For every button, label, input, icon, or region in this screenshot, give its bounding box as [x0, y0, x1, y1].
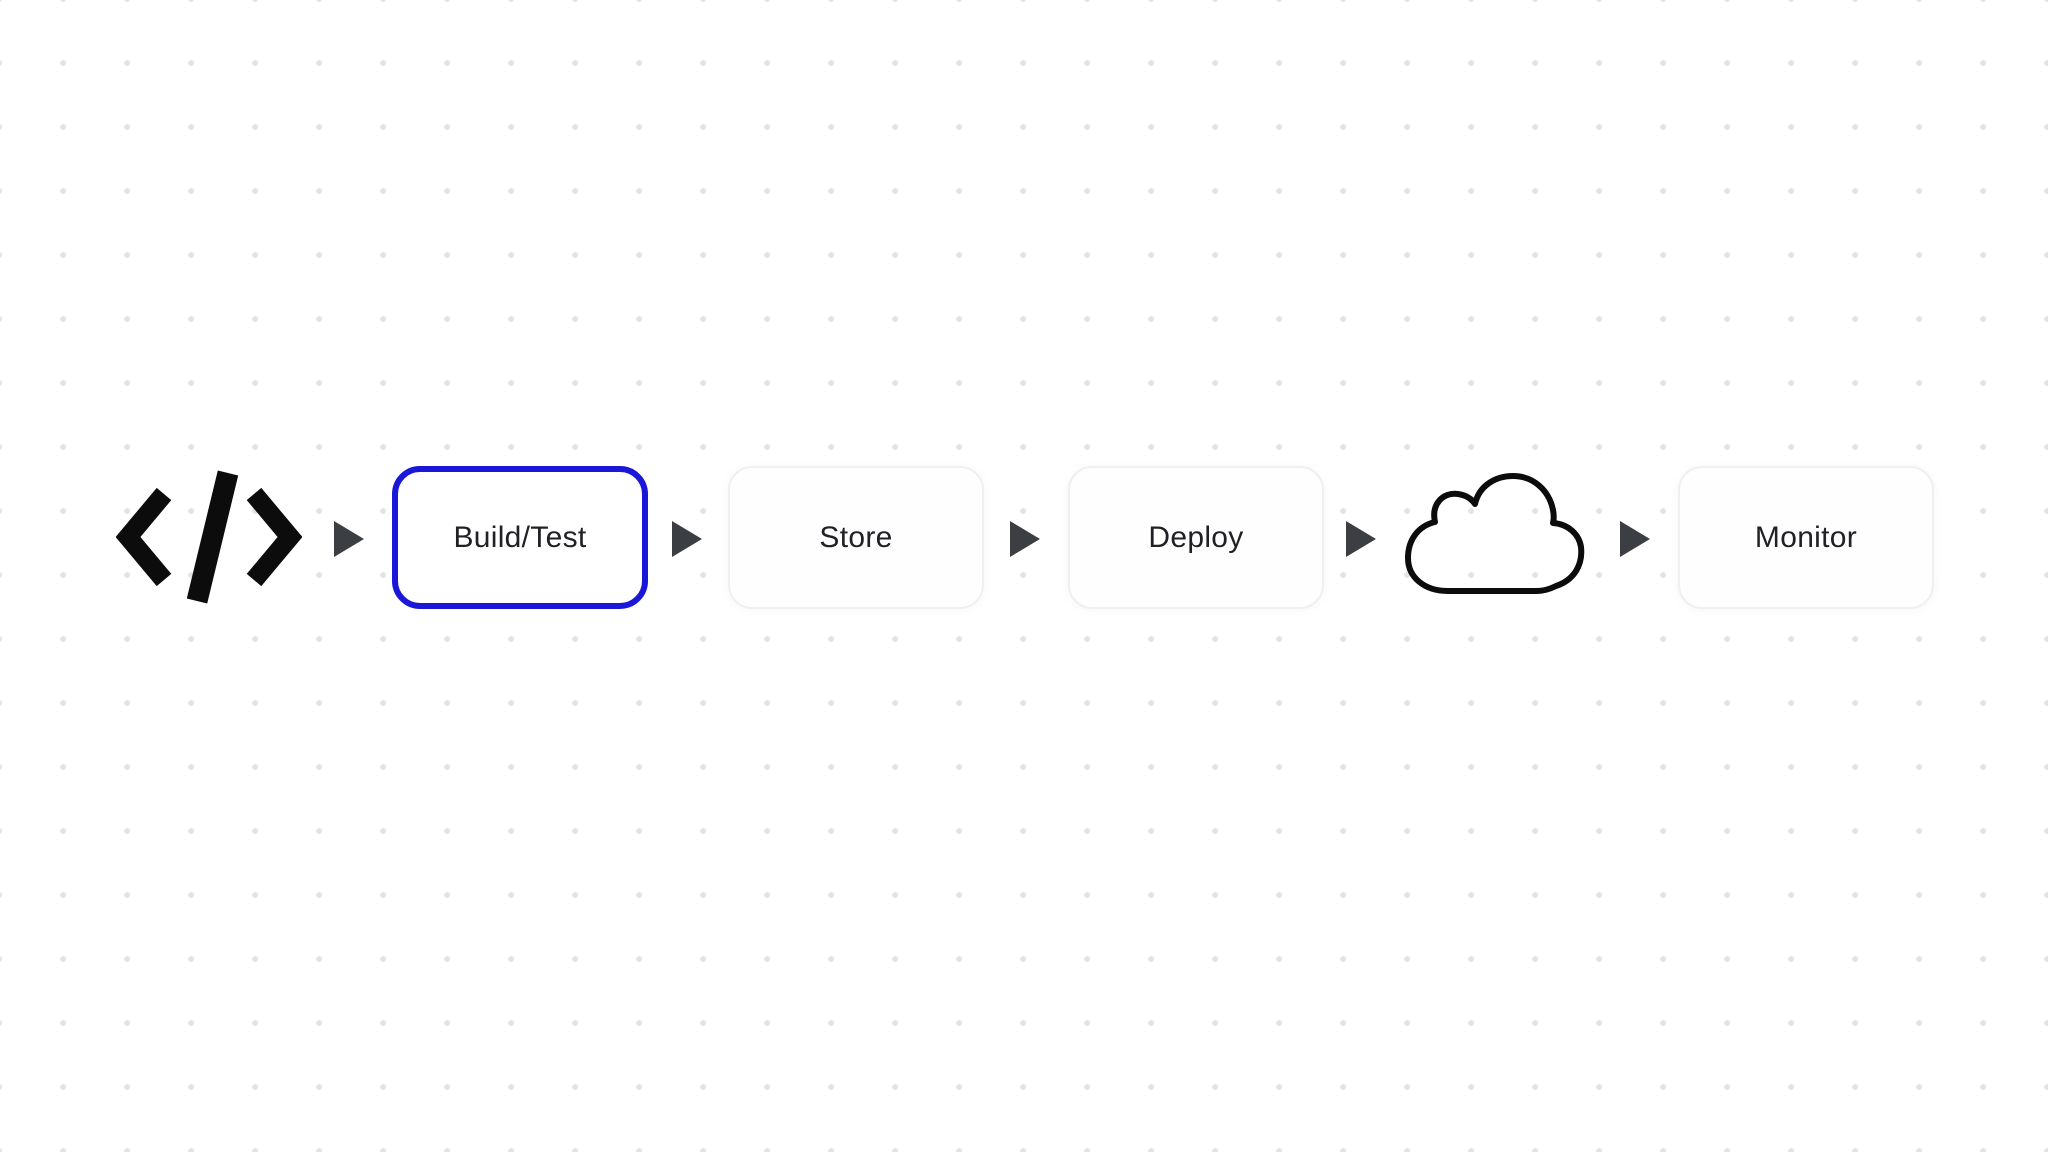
arrow-right-icon: [1620, 521, 1650, 557]
arrow-right-icon: [1010, 521, 1040, 557]
arrow-right-icon: [334, 521, 364, 557]
node-label: Build/Test: [453, 520, 587, 554]
code-icon[interactable]: [116, 468, 302, 606]
node-label: Deploy: [1148, 520, 1244, 554]
node-build-test[interactable]: Build/Test: [392, 466, 648, 609]
node-deploy[interactable]: Deploy: [1068, 466, 1324, 609]
cloud-icon[interactable]: [1398, 470, 1590, 598]
node-store[interactable]: Store: [728, 466, 984, 609]
node-label: Store: [819, 520, 893, 554]
arrow-right-icon: [1346, 521, 1376, 557]
arrow-right-icon: [672, 521, 702, 557]
node-label: Monitor: [1754, 520, 1858, 554]
node-monitor[interactable]: Monitor: [1678, 466, 1934, 609]
